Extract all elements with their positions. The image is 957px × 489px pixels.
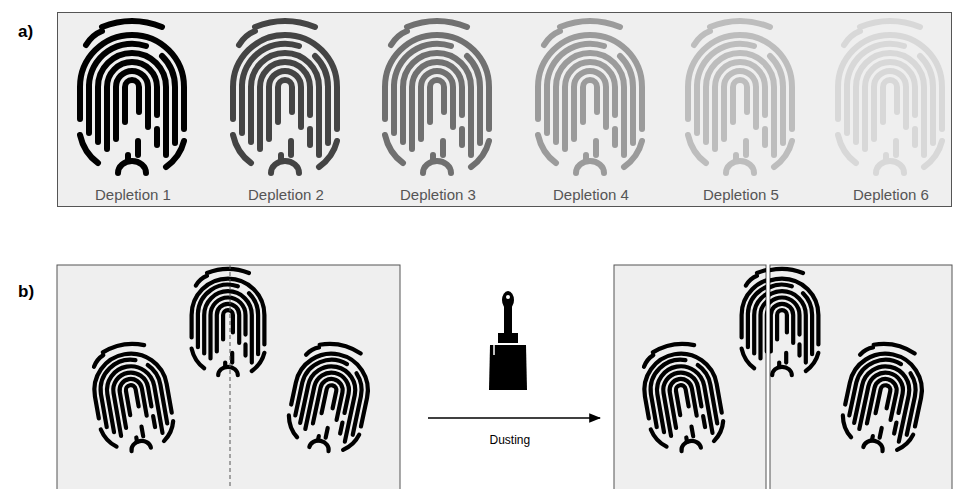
- panel-letter: a): [18, 22, 33, 42]
- fingerprint: [80, 21, 184, 173]
- fingerprint: [688, 21, 792, 173]
- brush-ferrule: [498, 333, 518, 343]
- fingerprint-group: [87, 269, 377, 457]
- brush-handle: [504, 305, 512, 333]
- surface-piece: [770, 265, 952, 489]
- fingerprint: [838, 21, 942, 173]
- depletion-label: Depletion 1: [95, 186, 171, 203]
- depletion-label: Depletion 5: [703, 186, 779, 203]
- brush-bristles: [489, 345, 527, 390]
- panel-box: Depletion 1 Depletion 2 Depletion 3 Depleti…: [57, 12, 952, 207]
- process-arrow: [428, 417, 600, 419]
- brush-handle: [502, 291, 514, 309]
- brush-icon: [489, 291, 527, 390]
- fingerprint: [538, 21, 642, 173]
- surface-piece: [614, 265, 766, 489]
- depletion-label: Depletion 2: [248, 186, 324, 203]
- depletion-label: Depletion 6: [853, 186, 929, 203]
- depletion-label: Depletion 3: [400, 186, 476, 203]
- surface-panel: [57, 265, 400, 489]
- depletion-label: Depletion 4: [553, 186, 629, 203]
- piece-prints: [637, 269, 766, 457]
- fingerprint: [385, 21, 489, 173]
- panel-letter: b): [18, 282, 34, 302]
- brush-detail: [493, 345, 495, 355]
- fingerprint-group: [637, 269, 766, 457]
- fingerprint: [233, 21, 337, 173]
- piece-prints: [770, 269, 931, 457]
- cut-line: [230, 265, 231, 489]
- step-label: Dusting: [490, 433, 531, 447]
- fingerprint-group: [770, 269, 931, 457]
- brush-hole: [506, 295, 510, 299]
